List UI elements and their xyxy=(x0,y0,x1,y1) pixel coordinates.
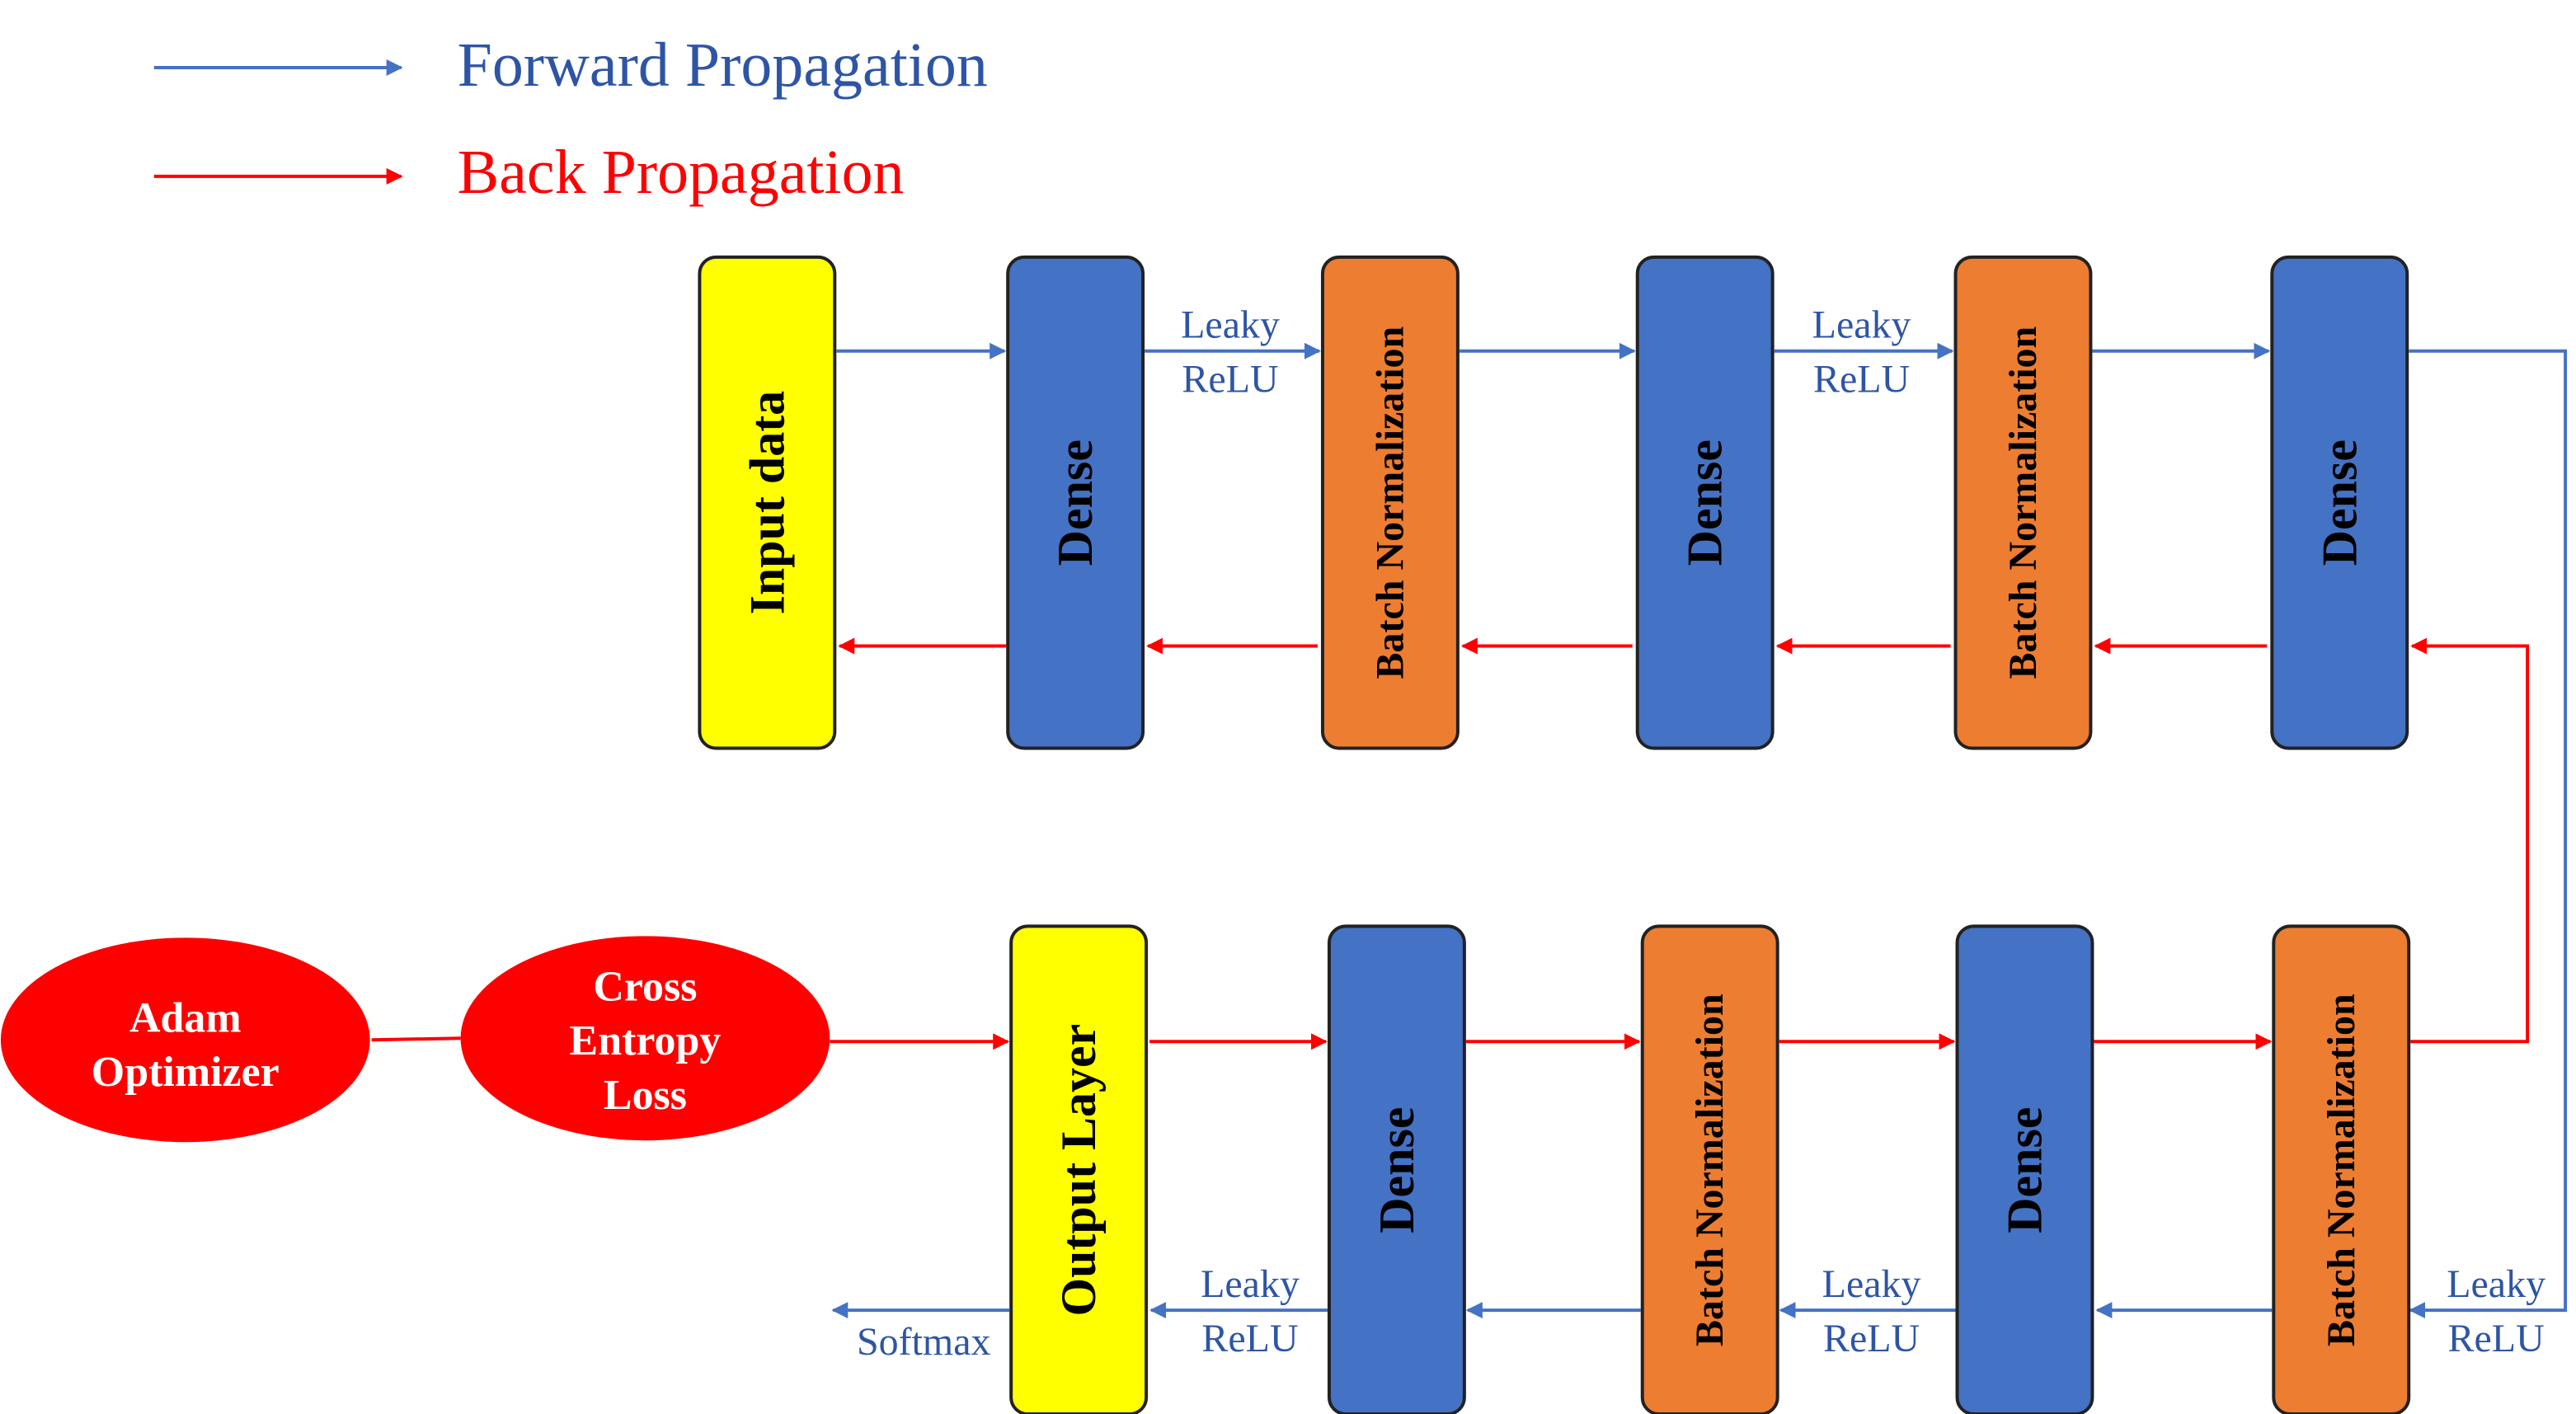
softmax-label: Softmax xyxy=(857,1320,991,1364)
input-data-box xyxy=(698,255,837,750)
leaky-relu-label: Leaky xyxy=(1812,303,1911,347)
leaky-relu-label: Leaky xyxy=(1181,303,1280,347)
top-row: Input data Dense Batch Normalization Den… xyxy=(698,255,2409,750)
optimizer-connector xyxy=(371,1036,461,1042)
bottom-dense-box-2 xyxy=(1955,924,2094,1414)
leaky-relu-label: Leaky xyxy=(1822,1262,1921,1306)
bottom-back-arrows xyxy=(371,1033,2273,1050)
bottom-dense-label-2: Dense xyxy=(1997,1107,2052,1233)
bottom-activation-labels: Leaky ReLU Leaky ReLU Leaky ReLU Softmax xyxy=(857,1262,2545,1364)
top-batchnorm-box-1 xyxy=(1320,255,1460,750)
cross-entropy-loss-label: Entropy xyxy=(570,1017,722,1064)
cross-entropy-loss-ellipse xyxy=(460,936,830,1141)
leaky-relu-label: Leaky xyxy=(1201,1262,1300,1306)
legend-forward-label: Forward Propagation xyxy=(458,31,988,100)
output-layer-label: Output Layer xyxy=(1051,1024,1106,1317)
top-activation-labels: Leaky ReLU Leaky ReLU xyxy=(1181,303,1911,402)
bottom-dense-box-1 xyxy=(1327,924,1466,1414)
optimizer-group: Adam Optimizer Cross Entropy Loss xyxy=(0,936,830,1143)
bottom-dense-label-1: Dense xyxy=(1370,1107,1424,1233)
top-dense-box-3 xyxy=(2270,255,2409,750)
top-dense-label-3: Dense xyxy=(2312,439,2367,566)
leaky-relu-label: ReLU xyxy=(1813,358,1910,402)
top-dense-label-2: Dense xyxy=(1678,439,1732,566)
top-dense-box-1 xyxy=(1006,255,1145,750)
top-dense-label-1: Dense xyxy=(1048,439,1102,566)
adam-optimizer-label: Optimizer xyxy=(92,1049,280,1096)
legend-back-label: Back Propagation xyxy=(458,138,905,207)
bottom-batchnorm-label-1: Batch Normalization xyxy=(1688,994,1732,1346)
bottom-batchnorm-box-2 xyxy=(2272,924,2411,1414)
top-batchnorm-label-2: Batch Normalization xyxy=(2001,326,2045,679)
top-batchnorm-box-2 xyxy=(1953,255,2093,750)
top-forward-arrows xyxy=(836,342,2568,1319)
bottom-batchnorm-label-2: Batch Normalization xyxy=(2320,994,2363,1346)
cross-entropy-loss-label: Loss xyxy=(604,1072,687,1119)
top-dense-box-2 xyxy=(1635,255,1775,750)
adam-optimizer-label: Adam xyxy=(129,994,242,1041)
leaky-relu-label: ReLU xyxy=(2448,1317,2545,1360)
leaky-relu-label: Leaky xyxy=(2447,1262,2545,1306)
cross-entropy-loss-label: Cross xyxy=(593,963,697,1010)
bottom-batchnorm-box-1 xyxy=(1640,924,1779,1414)
legend: Forward Propagation Back Propagation xyxy=(153,31,988,207)
top-batchnorm-label-1: Batch Normalization xyxy=(1368,326,1412,679)
forward-connector-right xyxy=(2409,349,2568,1319)
adam-optimizer-ellipse xyxy=(0,937,370,1143)
leaky-relu-label: ReLU xyxy=(1201,1317,1298,1360)
input-data-label: Input data xyxy=(740,391,794,615)
leaky-relu-label: ReLU xyxy=(1182,358,1278,402)
top-back-arrows xyxy=(838,637,2530,1044)
output-layer-box xyxy=(1009,924,1149,1414)
leaky-relu-label: ReLU xyxy=(1823,1317,1920,1360)
bottom-row: Output Layer Dense Batch Normalization D… xyxy=(1009,924,2411,1414)
back-connector-right xyxy=(2410,637,2530,1044)
